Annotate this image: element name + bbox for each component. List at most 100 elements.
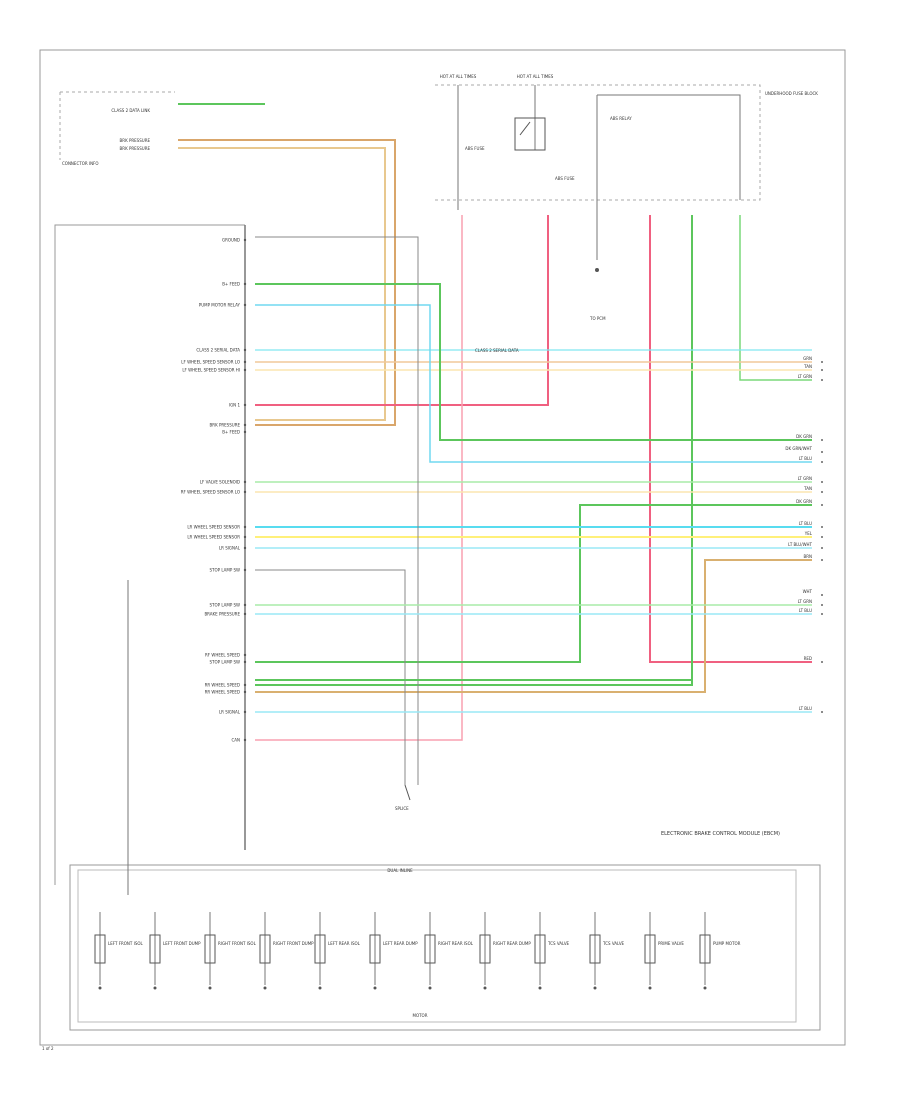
- valve-label: LEFT FRONT ISOL: [108, 941, 144, 946]
- ebcm-pin-label: RF WHEEL SPEED SENSOR LO: [181, 490, 240, 495]
- wire-green-drop-1: [255, 215, 693, 686]
- valve-label: PUMP MOTOR: [713, 941, 741, 946]
- right-wire-end: [821, 613, 823, 615]
- right-wire-label: LT BLU: [799, 706, 812, 711]
- ebcm-module-outline: [54, 224, 245, 885]
- ebcm-pin-dot: [243, 660, 247, 664]
- valve-terminal: [703, 986, 707, 990]
- wire-black-gnd: [255, 569, 406, 785]
- ebcm-pin-label: LR WHEEL SPEED SENSOR: [187, 535, 240, 540]
- valve-label: TCS VALVE: [547, 941, 570, 946]
- ebcm-pin-label: B+ FEED: [222, 282, 240, 287]
- ebcm-pin-label: GROUND: [222, 238, 240, 243]
- valve-coil: [534, 934, 546, 964]
- valve-coil: [314, 934, 326, 964]
- right-wire-end: [821, 481, 823, 483]
- right-wire-end: [821, 461, 823, 463]
- underhood-fuse-label: UNDERHOOD FUSE BLOCK: [765, 91, 818, 96]
- ebcm-pin-label: STOP LAMP SW: [210, 660, 241, 665]
- right-wire-label: LT GRN: [798, 599, 812, 604]
- valve-row: LEFT FRONT ISOL LEFT FRONT DUMP RIGHT FRON…: [94, 912, 741, 990]
- ebcm-pin-dot: [243, 603, 247, 607]
- wire-black-gnd-2: [255, 236, 419, 785]
- wire-green-ign: [255, 283, 812, 441]
- wire-red-drop-2: [649, 215, 812, 663]
- ebcm-pin-dot: [243, 653, 247, 657]
- ebcm-pin-label: LR WHEEL SPEED SENSOR: [187, 525, 240, 530]
- right-wire-label: WHT: [803, 589, 813, 594]
- ebcm-pin-dot: [243, 710, 247, 714]
- right-wire-end: [821, 559, 823, 561]
- valve-coil: [259, 934, 271, 964]
- page-border: [39, 49, 846, 1046]
- right-wire-label: DK GRN/WHT: [785, 446, 812, 451]
- relay-label-1: ABS FUSE: [465, 146, 485, 151]
- modulator-inner-box: [77, 869, 797, 1023]
- ebcm-pin-label: RF WHEEL SPEED: [205, 653, 240, 658]
- right-wire-end: [821, 594, 823, 596]
- valve-coil: [149, 934, 161, 964]
- right-wire-end: [821, 547, 823, 549]
- ebcm-pin-dot: [243, 423, 247, 427]
- right-wire-end: [821, 451, 823, 453]
- valve-label: RIGHT REAR ISOL: [438, 941, 474, 946]
- right-wire-end: [821, 504, 823, 506]
- valve-label: RIGHT FRONT ISOL: [218, 941, 257, 946]
- ebcm-pin-label: STOP LAMP SW: [210, 568, 241, 573]
- ebcm-pin-label: LR SIGNAL: [219, 546, 241, 551]
- right-wire-end: [821, 711, 823, 713]
- ebcm-pin-dot: [243, 430, 247, 434]
- right-wire-label: DK GRN: [796, 499, 812, 504]
- ebcm-pin-dot: [243, 403, 247, 407]
- ebcm-pin-label: LF WHEEL SPEED SENSOR LO: [181, 360, 240, 365]
- ebcm-pin-dot: [243, 480, 247, 484]
- fuse-label-2: HOT AT ALL TIMES: [517, 74, 554, 79]
- valve-label: RIGHT REAR DUMP: [493, 941, 531, 946]
- ebcm-pin-dot: [243, 568, 247, 572]
- valve-label: TCS VALVE: [602, 941, 625, 946]
- modulator-title: ELECTRONIC BRAKE CONTROL MODULE (EBCM): [661, 831, 780, 837]
- right-wire-label: BRN: [803, 554, 812, 559]
- modulator-ground-label: DUAL INLINE: [387, 868, 413, 873]
- ebcm-pin-label: STOP LAMP SW: [210, 603, 241, 608]
- right-wire-label: TAN: [803, 364, 812, 369]
- right-wire-label: LT BLU: [799, 608, 812, 613]
- right-wire-end: [821, 661, 823, 663]
- ebcm-pin-dot: [243, 612, 247, 616]
- right-wire-end: [821, 369, 823, 371]
- right-wire-label: DK GRN: [796, 434, 812, 439]
- ebcm-pin-label: RR WHEEL SPEED: [205, 683, 240, 688]
- right-wire-end: [821, 361, 823, 363]
- right-wire-label: RED: [804, 656, 812, 661]
- fuse-label-1: HOT AT ALL TIMES: [440, 74, 477, 79]
- top-left-label-2: BRK PRESSURE: [120, 138, 151, 143]
- footer-code: 1 of 2: [42, 1046, 54, 1051]
- wire-top-tan-1: [178, 139, 396, 426]
- splice-note: SPLICE: [395, 806, 409, 811]
- valve-label: LEFT FRONT DUMP: [163, 941, 201, 946]
- ebcm-pin-label: LF VALVE SOLENOID: [200, 480, 240, 485]
- valve-label: LEFT REAR DUMP: [383, 941, 418, 946]
- ebcm-pin-label: CAN: [231, 738, 240, 743]
- valve-coil: [94, 934, 106, 964]
- right-wire-end: [821, 526, 823, 528]
- ebcm-pin-label: RR WHEEL SPEED: [205, 690, 240, 695]
- modulator-motor-label: MOTOR: [413, 1013, 428, 1018]
- valve-label: LEFT REAR ISOL: [328, 941, 361, 946]
- right-wire-end: [821, 491, 823, 493]
- valve-terminal: [648, 986, 652, 990]
- ebcm-pin-label: LF WHEEL SPEED SENSOR HI: [182, 368, 240, 373]
- wire-pink-drop: [255, 215, 463, 741]
- wire-brown: [255, 559, 812, 693]
- ebcm-pin-dot: [243, 738, 247, 742]
- right-wire-label: LT GRN: [798, 476, 812, 481]
- right-wire-end: [821, 439, 823, 441]
- wire-green-drop-2: [739, 215, 812, 381]
- valve-coil: [369, 934, 381, 964]
- valve-terminal: [373, 986, 377, 990]
- valve-coil: [204, 934, 216, 964]
- ebcm-pin-label: BRK PRESSURE: [210, 423, 241, 428]
